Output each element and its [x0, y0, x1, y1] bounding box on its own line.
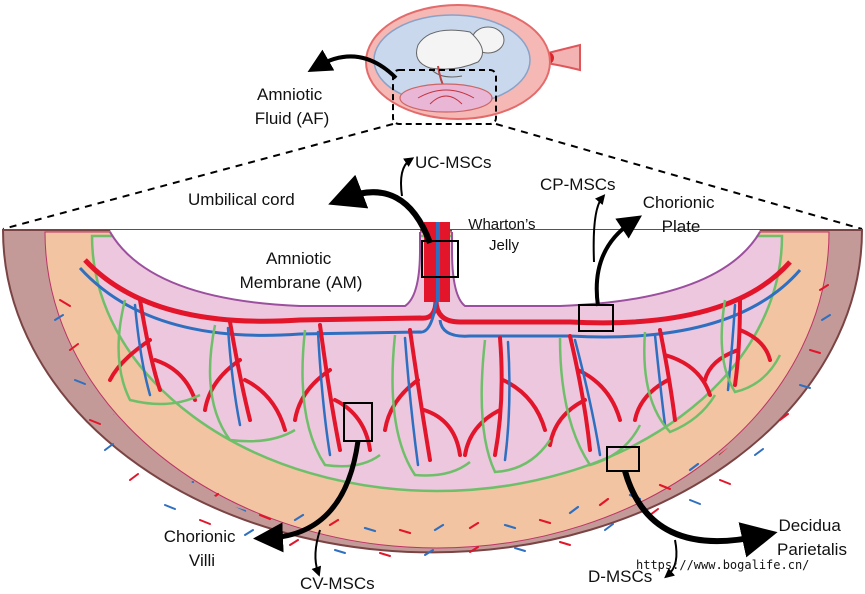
whartons-jelly-box: [421, 240, 459, 278]
label-amniotic-membrane-1: Amniotic: [266, 249, 332, 268]
label-chorionic-villi-1: Chorionic: [164, 527, 236, 546]
arrow-d-mscs: [664, 539, 678, 579]
arrow-chorionic-plate: [594, 215, 642, 307]
svg-text:Decidua Parietalis: Decidua Parietalis: [777, 516, 847, 559]
arrow-cv-mscs: [311, 529, 322, 577]
svg-text:Chorionic Plate: Chorionic Plate: [643, 193, 720, 236]
label-whartons-jelly-2: Jelly: [489, 237, 520, 254]
arrow-cp-mscs: [592, 194, 606, 263]
uterus-inset: [365, 4, 581, 125]
svg-text:Wharton’s Jelly: Wharton’s Jelly: [468, 216, 539, 254]
zoom-line-right: [495, 123, 863, 230]
label-uc-mscs: UC-MSCs: [415, 153, 492, 172]
decidua-box: [606, 446, 640, 472]
label-decidua-parietalis-1: Decidua: [778, 516, 841, 535]
arrow-umbilical-cord: [328, 174, 433, 245]
label-cp-mscs: CP-MSCs: [540, 175, 616, 194]
label-amniotic-membrane-2: Membrane (AM): [240, 273, 363, 292]
label-umbilical-cord: Umbilical cord: [188, 190, 295, 209]
arrow-amniotic-fluid: [307, 49, 398, 80]
label-amniotic-fluid-1: Amniotic: [257, 85, 323, 104]
placenta-mini: [399, 83, 493, 113]
label-decidua-parietalis-2: Parietalis: [777, 540, 847, 559]
label-chorionic-plate-2: Plate: [662, 217, 701, 236]
label-chorionic-villi-2: Villi: [189, 551, 215, 570]
placenta-cross-section: [1, 222, 864, 557]
zoom-line-left: [2, 123, 394, 230]
arrow-chorionic-villi: [253, 440, 361, 553]
zoom-box: [392, 69, 497, 125]
label-amniotic-fluid-2: Fluid (AF): [255, 109, 330, 128]
svg-text:Chorionic Villi: Chorionic Villi: [164, 527, 241, 570]
label-chorionic-plate-1: Chorionic: [643, 193, 715, 212]
label-whartons-jelly-1: Wharton’s: [468, 216, 535, 233]
svg-text:Amniotic Fluid (AF): Amniotic Fluid (AF): [255, 85, 330, 128]
fetus-icon: [416, 26, 505, 78]
arrow-uc-mscs: [400, 157, 415, 197]
arrows: [253, 49, 778, 579]
label-d-mscs: D-MSCs: [588, 567, 652, 586]
svg-text:Amniotic Membrane (AM): Amniotic Membrane (AM): [240, 249, 363, 292]
label-cv-mscs: CV-MSCs: [300, 574, 375, 593]
arrow-decidua-parietalis: [622, 470, 778, 558]
watermark-url: https://www.bogalife.cn/: [636, 558, 809, 572]
villous-trees: [93, 298, 782, 535]
